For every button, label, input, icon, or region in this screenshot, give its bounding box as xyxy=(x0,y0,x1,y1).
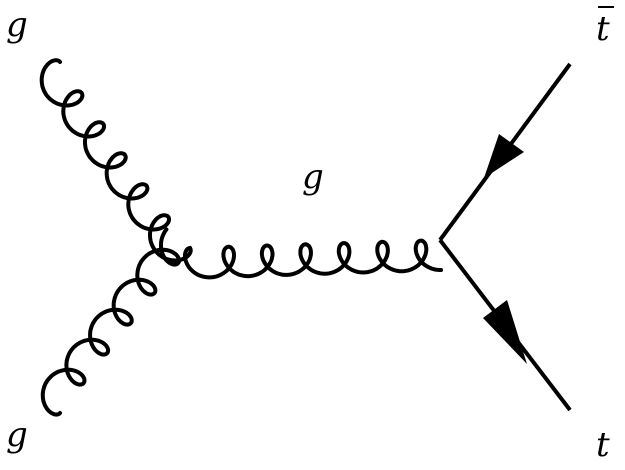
antitop-bar xyxy=(598,6,614,8)
gluon-propagator-line xyxy=(183,238,443,280)
incoming-gluon-bottom-line xyxy=(40,227,181,417)
label-gluon-in-bottom: g xyxy=(6,415,28,455)
label-gluon-propagator: g xyxy=(302,157,324,197)
incoming-gluon-top-line xyxy=(39,58,193,263)
label-gluon-in-top: g xyxy=(6,5,28,45)
antitop-arrow-icon xyxy=(484,134,524,178)
top-arrow-icon xyxy=(483,300,527,364)
label-antitop: t xyxy=(596,9,610,49)
label-top: t xyxy=(596,425,610,465)
